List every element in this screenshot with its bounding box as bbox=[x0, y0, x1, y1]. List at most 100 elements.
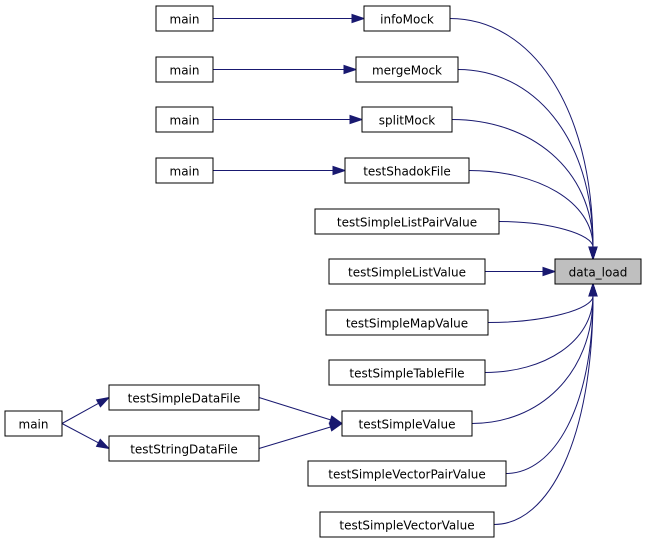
edge-main_split-to-splitMock bbox=[213, 114, 364, 125]
edge-testStringDataFile-to-testSimpleValue bbox=[258, 422, 344, 449]
node-testSimpleMapValue[interactable]: testSimpleMapValue bbox=[325, 309, 489, 336]
node-box bbox=[341, 410, 473, 437]
node-box bbox=[325, 309, 489, 336]
node-testStringDataFile[interactable]: testStringDataFile bbox=[108, 435, 260, 462]
edge-main_shadok-to-testShadokFile bbox=[213, 165, 347, 176]
node-box bbox=[355, 56, 459, 83]
node-mergeMock[interactable]: mergeMock bbox=[355, 56, 459, 83]
node-main-shadok[interactable]: main bbox=[155, 157, 214, 184]
edge-splitMock-to-data_load bbox=[451, 119, 598, 261]
edge-arrowhead bbox=[328, 422, 344, 432]
node-box bbox=[328, 258, 486, 285]
edge-arrowhead bbox=[542, 266, 557, 277]
edge-line bbox=[451, 119, 594, 248]
edge-testSimpleTableFile-to-data_load bbox=[484, 282, 598, 373]
edge-arrowhead bbox=[95, 438, 111, 450]
node-label: testSimpleValue bbox=[359, 418, 456, 432]
node-testSimpleDataFile[interactable]: testSimpleDataFile bbox=[108, 384, 260, 411]
node-box bbox=[4, 410, 63, 437]
node-label: main bbox=[19, 418, 49, 432]
node-data-load[interactable]: data_load bbox=[554, 258, 642, 285]
node-label: main bbox=[170, 13, 200, 27]
edge-testSimpleVectorPairValue-to-data_load bbox=[505, 282, 598, 474]
node-box bbox=[328, 359, 486, 386]
node-label: testSimpleTableFile bbox=[349, 367, 464, 381]
node-label: main bbox=[170, 165, 200, 179]
edge-testSimpleValue-to-data_load bbox=[471, 282, 598, 424]
node-testSimpleListPairValue[interactable]: testSimpleListPairValue bbox=[314, 208, 500, 235]
edge-line bbox=[61, 402, 99, 424]
node-testSimpleValue[interactable]: testSimpleValue bbox=[341, 410, 473, 437]
edge-line bbox=[468, 170, 594, 248]
node-box bbox=[155, 106, 214, 133]
edge-arrowhead bbox=[351, 13, 366, 24]
edge-testSimpleVectorValue-to-data_load bbox=[493, 282, 598, 525]
edge-arrowhead bbox=[95, 396, 111, 408]
edge-arrowhead bbox=[343, 64, 358, 75]
node-box bbox=[554, 258, 642, 285]
node-box bbox=[155, 56, 214, 83]
edge-arrowhead bbox=[588, 282, 598, 297]
node-testShadokFile[interactable]: testShadokFile bbox=[344, 157, 470, 184]
node-box bbox=[155, 5, 214, 32]
edge-line bbox=[487, 295, 594, 323]
edges-layer bbox=[61, 13, 598, 525]
edge-line bbox=[505, 295, 594, 474]
node-label: testSimpleVectorValue bbox=[339, 519, 474, 533]
node-label: testSimpleDataFile bbox=[128, 392, 241, 406]
node-label: data_load bbox=[569, 266, 628, 280]
node-box bbox=[344, 157, 470, 184]
node-box bbox=[361, 106, 453, 133]
node-box bbox=[319, 511, 495, 538]
node-label: splitMock bbox=[379, 114, 436, 128]
node-label: testSimpleMapValue bbox=[346, 317, 468, 331]
edge-line bbox=[471, 295, 594, 424]
edge-arrowhead bbox=[332, 165, 347, 176]
edge-testSimpleListValue-to-data_load bbox=[485, 266, 557, 277]
node-splitMock[interactable]: splitMock bbox=[361, 106, 453, 133]
edge-line bbox=[258, 426, 331, 449]
node-box bbox=[363, 5, 451, 32]
edge-line bbox=[498, 221, 594, 248]
edge-main_merge-to-mergeMock bbox=[213, 64, 358, 75]
node-main-data[interactable]: main bbox=[4, 410, 63, 437]
edge-line bbox=[493, 295, 594, 525]
edge-line bbox=[484, 295, 594, 373]
node-box bbox=[108, 435, 260, 462]
node-label: main bbox=[170, 64, 200, 78]
edge-main_data-to-testStringDataFile bbox=[61, 423, 111, 450]
edge-line bbox=[449, 18, 594, 248]
node-label: testSimpleListValue bbox=[348, 266, 466, 280]
edge-line bbox=[457, 69, 594, 248]
node-testSimpleVectorPairValue[interactable]: testSimpleVectorPairValue bbox=[307, 460, 507, 487]
node-label: testSimpleVectorPairValue bbox=[328, 468, 486, 482]
edge-main_data-to-testSimpleDataFile bbox=[61, 396, 111, 424]
edge-arrowhead bbox=[349, 114, 364, 125]
edge-arrowhead bbox=[588, 246, 598, 261]
node-main-merge[interactable]: main bbox=[155, 56, 214, 83]
node-label: testShadokFile bbox=[363, 165, 451, 179]
node-main-split[interactable]: main bbox=[155, 106, 214, 133]
node-box bbox=[108, 384, 260, 411]
edge-main_info-to-infoMock bbox=[213, 13, 366, 24]
edge-arrowhead bbox=[328, 415, 344, 425]
node-testSimpleTableFile[interactable]: testSimpleTableFile bbox=[328, 359, 486, 386]
node-testSimpleListValue[interactable]: testSimpleListValue bbox=[328, 258, 486, 285]
node-testSimpleVectorValue[interactable]: testSimpleVectorValue bbox=[319, 511, 495, 538]
edge-testSimpleDataFile-to-testSimpleValue bbox=[258, 397, 344, 425]
node-label: mergeMock bbox=[372, 64, 442, 78]
node-box bbox=[155, 157, 214, 184]
node-label: infoMock bbox=[380, 13, 434, 27]
node-infoMock[interactable]: infoMock bbox=[363, 5, 451, 32]
edge-testSimpleMapValue-to-data_load bbox=[487, 282, 598, 323]
edge-testSimpleListPairValue-to-data_load bbox=[498, 221, 598, 261]
node-box bbox=[307, 460, 507, 487]
edge-line bbox=[258, 397, 331, 421]
node-main-info[interactable]: main bbox=[155, 5, 214, 32]
node-label: main bbox=[170, 114, 200, 128]
node-label: testSimpleListPairValue bbox=[337, 216, 477, 230]
edge-line bbox=[61, 423, 99, 444]
node-box bbox=[314, 208, 500, 235]
nodes-layer: data_load infoMock mergeMock splitMock testS… bbox=[4, 5, 642, 538]
